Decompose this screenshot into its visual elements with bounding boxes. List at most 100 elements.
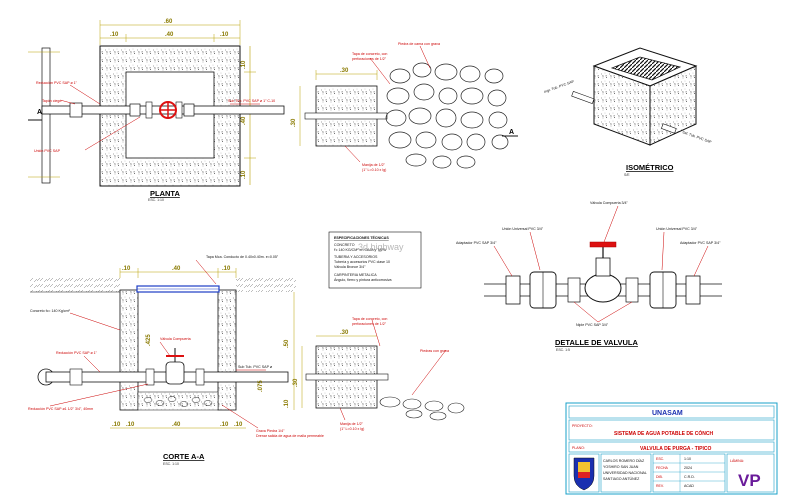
dim-plan-right-top: .10: [241, 60, 247, 69]
dim-bottom-3: .40: [172, 422, 181, 428]
spec-title: ESPECIFICACIONES TÉCNICAS: [334, 235, 389, 240]
loose-stones: [379, 396, 465, 421]
dim-lid-sec-depth: .30: [293, 378, 299, 387]
label-nipple: Niple PVC SAP 3/4": [576, 323, 609, 327]
label-valve-gate: Válvula Compuerta 3/4": [590, 201, 629, 205]
dim-section-bottom: .10: [284, 399, 290, 408]
plan-scale: ESC. 1:10: [148, 198, 164, 202]
dim-plan-right-mid: .40: [241, 116, 247, 125]
tb-lamina-label: LÁMINA:: [730, 459, 744, 463]
adapter-left: [505, 275, 521, 305]
label-plan-union: Unión PVC SAP: [34, 149, 61, 153]
label-adapter-left: Adaptador PVC SAP 3/4": [456, 241, 497, 245]
tb-author-2: YOSHIRO SAN JUAN: [603, 465, 639, 469]
dim-bottom-2: .10: [126, 422, 135, 428]
dim-section-inner-height: .425: [146, 334, 152, 346]
label-stones-2: Piedras con grava: [420, 349, 449, 353]
label-iso-out: Sal. Tub. PVC SAP: [682, 130, 713, 144]
label-lid-top: Tapa de concreto, con: [352, 52, 387, 56]
tb-proyecto-label: PROYECTO:: [572, 424, 593, 428]
label-lid-top-2: perforaciones de 1/2": [352, 57, 387, 61]
section-scale: ESC. 1:10: [163, 462, 179, 466]
label-section-adapter: Reducción PVC SAP ø1 1/2" 3/4", 40mm: [28, 407, 93, 411]
label-lid-sec-2: perforaciones de 1/2": [352, 322, 387, 326]
isometric-view: Ingr. Tub. PVC SAP Sal. Tub. PVC SAP ISO…: [544, 47, 713, 177]
label-handle-sec: Manija de 1/2": [340, 422, 364, 426]
tb-field-value-1: 1:10: [684, 457, 691, 461]
spec-line-5: Válvula Bronce 3/4": [334, 265, 366, 269]
tb-plano-label: PLANO:: [572, 446, 585, 450]
dim-bottom-5: .10: [234, 422, 243, 428]
dim-lid-sec-width: .30: [340, 330, 349, 336]
label-handle-sec-2: (1" L=0.10 x lg): [340, 427, 364, 431]
dim-plan-inner: .40: [165, 32, 174, 38]
section-wall-left: [119, 289, 139, 411]
spec-line-1: CONCRETO: [334, 243, 355, 247]
lid-detail-bottom: .30 .30 Tapa de concreto, con perforacio…: [293, 317, 465, 431]
dim-section-height: .50: [284, 339, 290, 348]
spec-line-2: f'c 140 KG/CM² en CAJA y TAPA: [334, 248, 387, 252]
tb-field-label-4: REV.: [656, 484, 664, 488]
adapter-right: [685, 275, 701, 305]
iso-grate: [610, 56, 682, 81]
tb-field-label-2: FECHA: [656, 466, 669, 470]
label-handle-2: (1" L=0.10 x lg): [362, 168, 386, 172]
tb-field-label-1: ESC.: [656, 457, 664, 461]
tb-author-1: CARLOS ROMERO DÍAZ: [603, 459, 645, 463]
label-section-reduction: Reducción PVC SAP ø 1": [56, 351, 98, 355]
label-section-lid: Tapa Mca. Conducto de 0.40x0.40m. e=0.05…: [206, 255, 279, 259]
iso-title: ISOMÉTRICO: [626, 163, 674, 172]
section-title: CORTE A-A: [163, 452, 205, 461]
label-gravel-2: Drenar salida de agua de malla permeable: [256, 434, 324, 438]
label-plan-end-cap: Tapón ciego: [42, 99, 61, 103]
spec-box: ESPECIFICACIONES TÉCNICAS CONCRETO f'c 1…: [328, 231, 422, 289]
lid-detail-top: .30 .30 A Tapa de concreto, con perforac…: [291, 42, 518, 172]
section-gravel: [137, 391, 219, 411]
tb-author-4: SANTIAGO ANTÚNEZ: [603, 476, 640, 481]
section-wall-right: [217, 289, 237, 411]
valve-body: [584, 273, 622, 303]
label-adapter-right: Adaptador PVC SAP 3/4": [680, 241, 721, 245]
section-mark-a-left: A: [37, 109, 42, 116]
tb-lamina: VP: [738, 471, 761, 490]
label-union-right: Unión Universal PVC 3/4": [656, 227, 698, 231]
spec-line-7: Ángulo, fierro y pintura anticorrosiva: [334, 278, 392, 282]
label-concrete: Concreto fc= 140 Kg/cm²: [30, 309, 71, 313]
spec-line-4: Tubería y accesorios PVC clase 10: [334, 260, 390, 264]
dim-plan-right-bot: .10: [241, 170, 247, 179]
valve-detail-title: DETALLE DE VALVULA: [555, 338, 638, 347]
plan-vertical-pipe: [41, 47, 51, 184]
tb-author-3: UNIVERSIDAD NACIONAL: [603, 471, 647, 475]
valve-detail: Válvula Compuerta 3/4" Unión Universal P…: [456, 201, 722, 352]
plan-view: .60 .10 .40 .10 .10 .40 .10 A: [28, 19, 285, 202]
ground-hatch: [30, 276, 120, 292]
label-section-pipe: Sub Tub. PVC SAP ø: [238, 365, 273, 369]
plan-box-outer: [99, 45, 241, 187]
valve-handle-icon: [589, 241, 617, 248]
label-gravel: Grava Piedra 1/4": [256, 429, 285, 433]
dim-plan-side-left: .10: [110, 32, 119, 38]
tb-field-value-3: C.R.D.: [684, 475, 695, 479]
dim-section-side-left: .10: [122, 266, 131, 272]
dim-section-side-right: .10: [222, 266, 231, 272]
dim-plan-side-right: .10: [220, 32, 229, 38]
plan-title: PLANTA: [150, 189, 180, 198]
dim-lid-width: .30: [340, 68, 349, 74]
iso-scale: S/E: [624, 173, 630, 177]
stones-bed: [385, 62, 509, 169]
dim-section-low: .075: [258, 380, 264, 392]
tb-field-value-2: 2024: [684, 466, 692, 470]
label-iso-in: Ingr. Tub. PVC SAP: [544, 79, 576, 94]
tb-field-value-4: ACAD: [684, 484, 694, 488]
watermark: 3d.bighway: [358, 242, 404, 252]
tb-proyecto: SISTEMA DE AGUA POTABLE DE CÓNCH: [614, 429, 713, 437]
label-plan-reduction: Reducción PVC SAP ø 1": [36, 81, 78, 85]
label-lid-sec: Tapa de concreto, con: [352, 317, 387, 321]
tb-plano: VALVULA DE PURGA - TIPICO: [640, 446, 712, 452]
label-stones: Piedra de cama con grava: [398, 42, 440, 46]
section-view: .10 .40 .10 .50 .10 .425: [28, 255, 324, 466]
label-valve-gate-section: Válvula Compuerta: [160, 337, 191, 341]
title-block: UNASAM PROYECTO: SISTEMA DE AGUA POTABLE…: [565, 402, 778, 495]
valve-detail-scale: ESC. 1:5: [556, 348, 570, 352]
